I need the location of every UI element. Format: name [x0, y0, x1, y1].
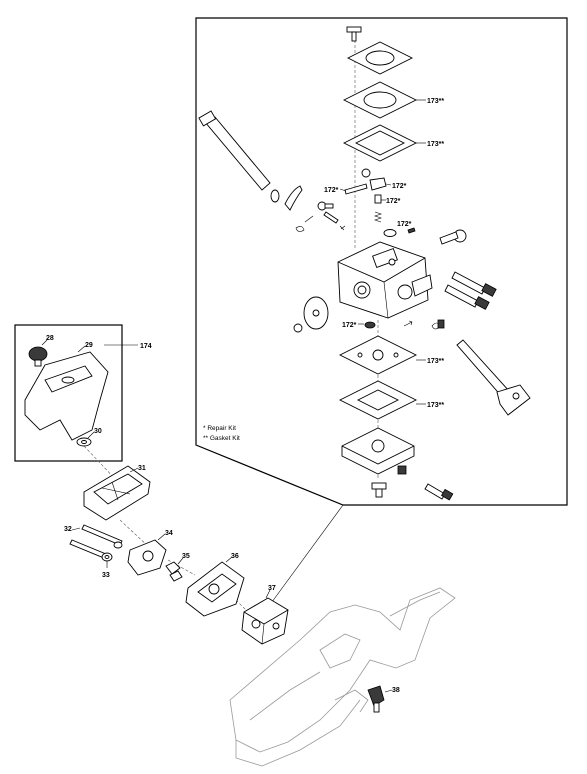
label-28: 28 [46, 335, 54, 342]
carburettor-detail-frame [195, 17, 568, 506]
diaphragm-cover [346, 41, 414, 75]
label-33: 33 [102, 572, 110, 579]
detail-connector-line [268, 504, 344, 607]
choke-shaft [456, 339, 531, 416]
throttle-shaft [198, 110, 271, 191]
rear-handle-housing [229, 587, 456, 767]
label-174: 174 [140, 343, 152, 350]
choke-spring [431, 319, 445, 330]
label-29: 29 [85, 342, 93, 349]
metering-diaphragm [342, 81, 418, 119]
washer-30 [76, 437, 92, 447]
air-filter-element [83, 465, 151, 521]
air-filter-cover [24, 351, 109, 441]
inlet-filter-screen [364, 321, 376, 329]
label-32: 32 [64, 526, 72, 533]
label-172-needle: 172* [324, 187, 339, 194]
pump-cover-screw [371, 482, 387, 498]
mixture-screw-1 [451, 271, 497, 297]
inlet-needle-lever [344, 168, 387, 195]
label-173-pump-gasket: 173** [427, 358, 444, 365]
air-filter-base [185, 561, 245, 617]
label-35: 35 [182, 553, 190, 560]
label-173-diaphragm: 173** [427, 98, 444, 105]
diaphragm-cover-screw [346, 26, 362, 42]
throttle-clip [323, 211, 346, 231]
throttle-spring [295, 215, 314, 232]
choke-screw [439, 229, 467, 245]
label-172-plug: 172* [397, 221, 412, 228]
carburettor-body [337, 241, 433, 319]
label-31: 31 [138, 465, 146, 472]
label-172-pin: 172* [386, 198, 401, 205]
legend-repair-kit: * Repair Kit [203, 425, 236, 432]
throttle-screw [317, 201, 334, 211]
pump-gasket [338, 335, 418, 375]
label-37: 37 [268, 585, 276, 592]
idle-screw [424, 483, 454, 501]
filter-knob [28, 346, 48, 367]
throttle-plate [293, 296, 329, 333]
label-172-filter: 172* [342, 322, 357, 329]
label-34: 34 [165, 530, 173, 537]
carburettor-assembly [241, 597, 289, 645]
label-30: 30 [94, 428, 102, 435]
lever-pin [374, 194, 382, 204]
mixture-screw-2 [444, 284, 490, 310]
label-36: 36 [231, 553, 239, 560]
metering-spring [374, 211, 382, 223]
nut-35 [165, 561, 183, 582]
intake-adapter [127, 539, 167, 576]
throttle-lever [270, 185, 303, 211]
legend-gasket-kit: ** Gasket Kit [203, 435, 240, 442]
welch-plug [383, 227, 416, 237]
air-filter-kit-frame [14, 324, 123, 462]
label-173-gasket: 173** [427, 141, 444, 148]
label-172-lever: 172* [392, 183, 407, 190]
wing-screw [367, 685, 385, 713]
pump-cover [341, 427, 415, 475]
label-173-pump-diaphragm: 173** [427, 402, 444, 409]
label-38: 38 [392, 687, 400, 694]
washer-33 [101, 552, 113, 562]
pump-diaphragm [338, 380, 418, 420]
